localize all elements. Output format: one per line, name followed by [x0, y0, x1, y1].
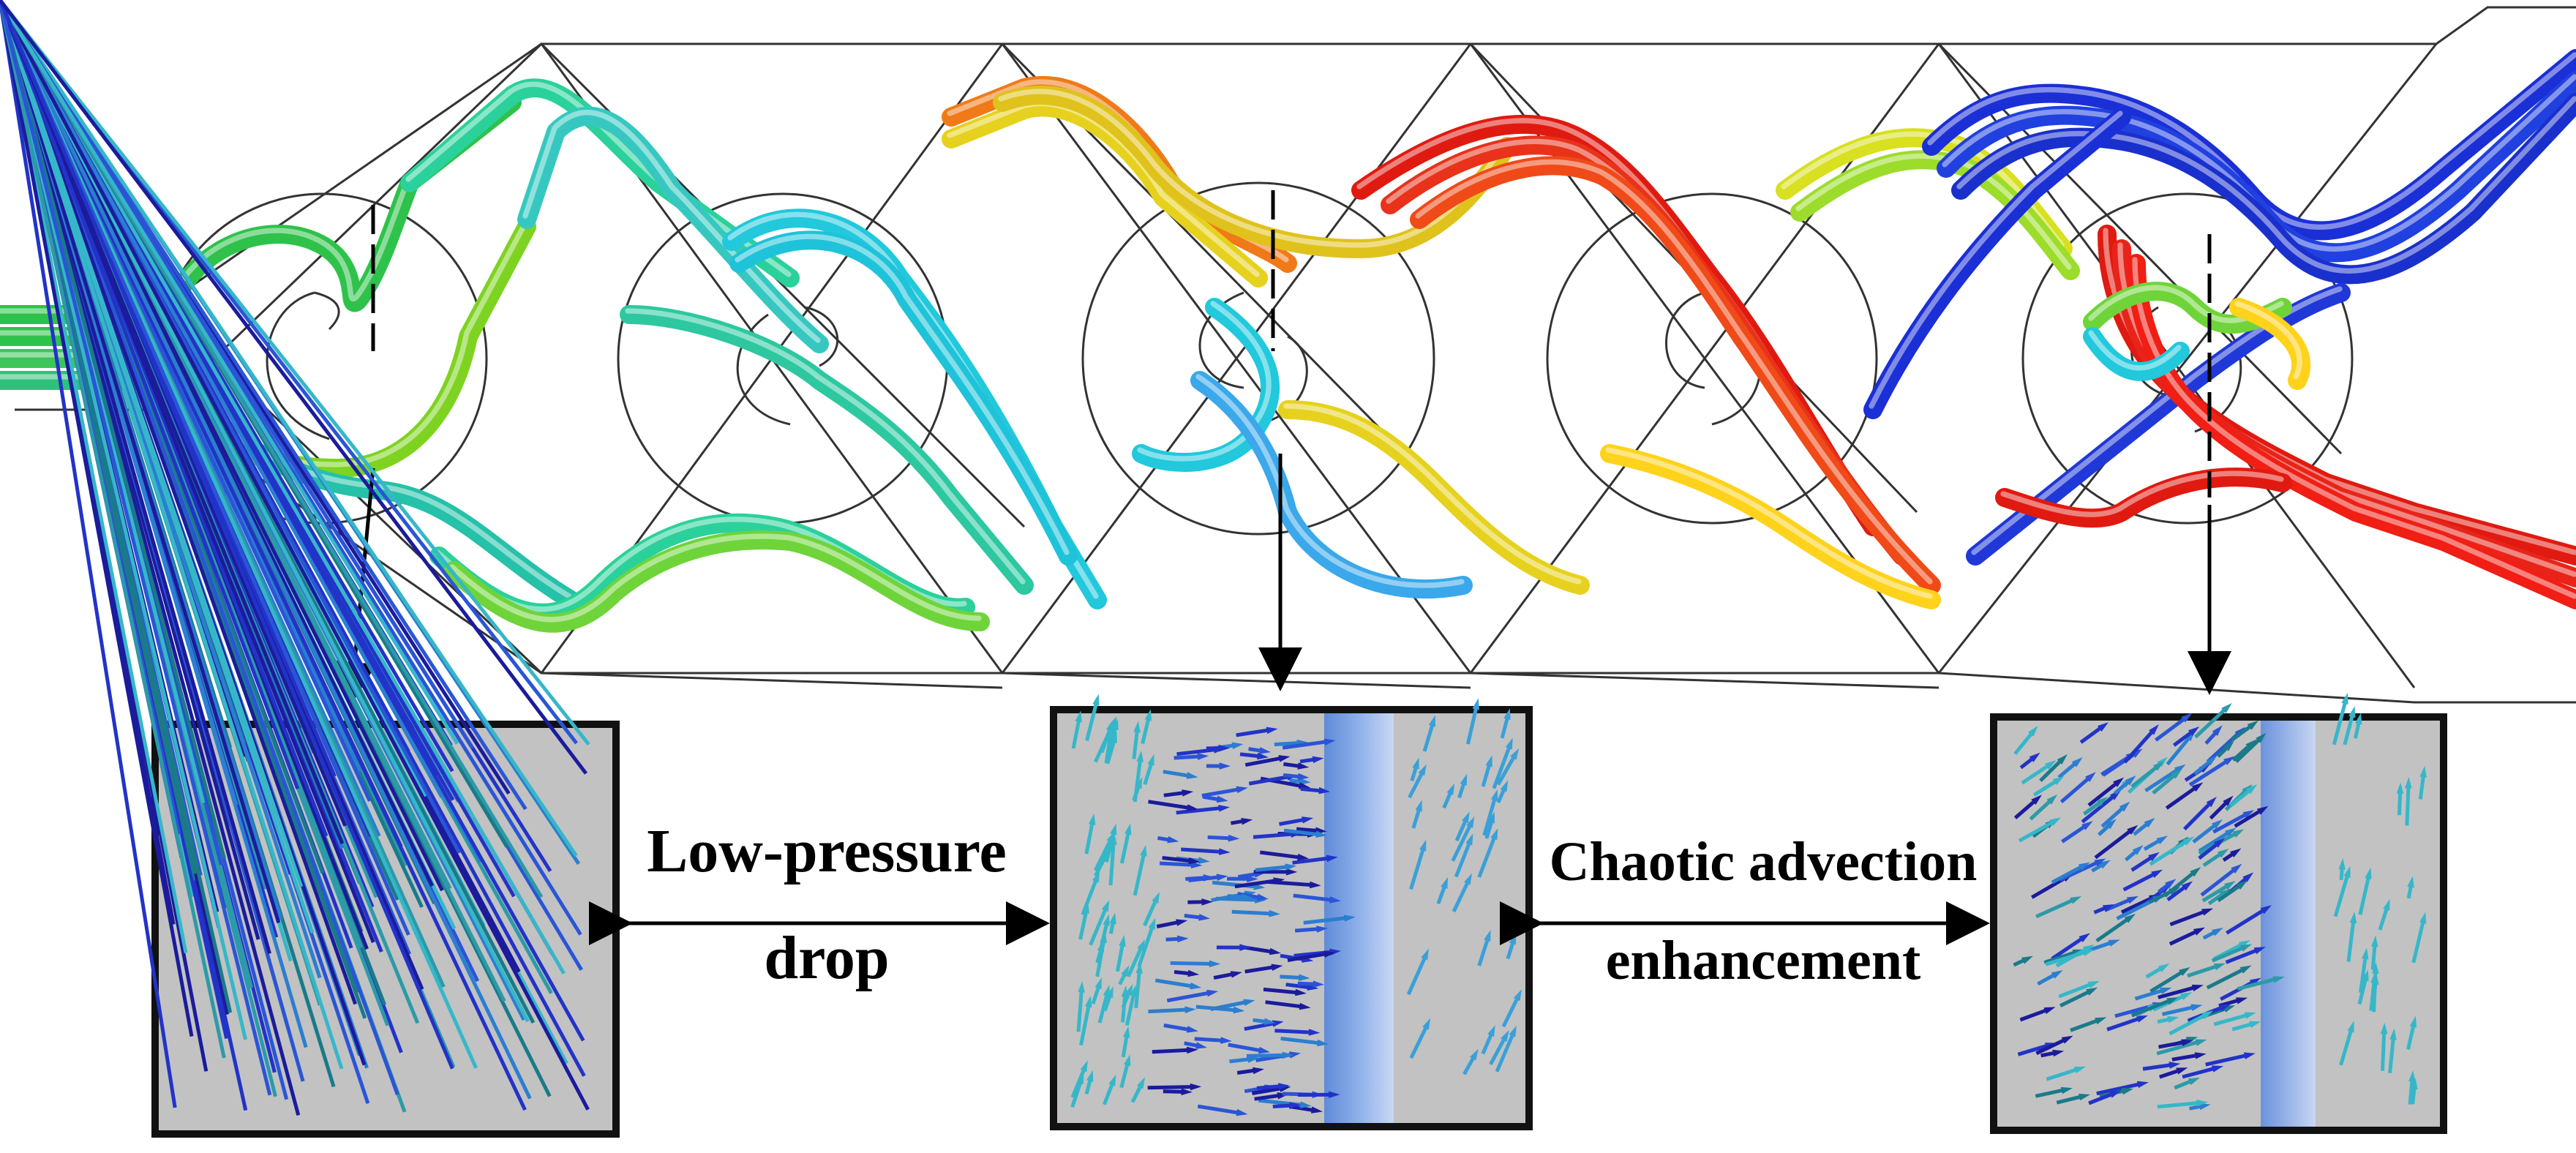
- velocity-vector: [1181, 849, 1223, 852]
- velocity-vector: [2407, 784, 2408, 825]
- drop-label: drop: [600, 928, 1054, 989]
- velocity-vector: [1247, 1055, 1287, 1056]
- vector-arrowhead: [1092, 694, 1099, 706]
- streamline-tube: [951, 108, 1258, 278]
- chaotic-advection-label: Chaotic advection: [1514, 834, 2012, 890]
- vector-arrowhead: [1473, 698, 1479, 710]
- vector-panel-middle: [1054, 694, 1529, 1127]
- streamline-tube: [1419, 166, 1931, 586]
- enhancement-label: enhancement: [1522, 933, 2005, 988]
- velocity-vector: [1148, 1087, 1195, 1088]
- low-pressure-label: Low-pressure: [600, 821, 1054, 882]
- velocity-vector: [1171, 963, 1214, 964]
- velocity-vector: [1232, 912, 1274, 914]
- vector-panel-right: [1994, 693, 2444, 1130]
- vector-arrowhead: [2348, 706, 2355, 718]
- velocity-vector: [1216, 898, 1260, 900]
- velocity-vector: [1152, 1050, 1192, 1052]
- streamlines: [0, 55, 2576, 623]
- velocity-vector: [1149, 1010, 1190, 1012]
- velocity-vector: [2383, 1029, 2384, 1071]
- velocity-vector: [1274, 1031, 1313, 1033]
